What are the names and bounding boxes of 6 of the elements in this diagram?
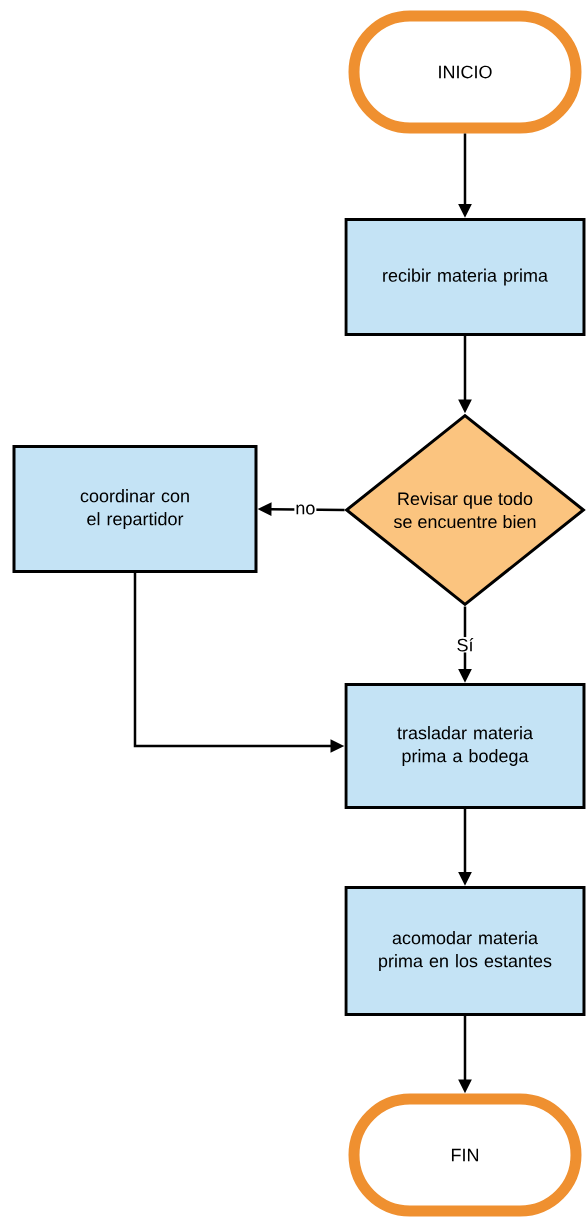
process-box: coordinar con el repartidor xyxy=(12,445,258,573)
process-box: recibir materia prima xyxy=(344,218,586,336)
edge-label: no xyxy=(294,503,317,516)
process-box: trasladar materia prima a bodega xyxy=(344,683,586,809)
edge-label: Sí xyxy=(455,637,475,653)
process-box: acomodar materia prima en los estantes xyxy=(344,886,586,1016)
